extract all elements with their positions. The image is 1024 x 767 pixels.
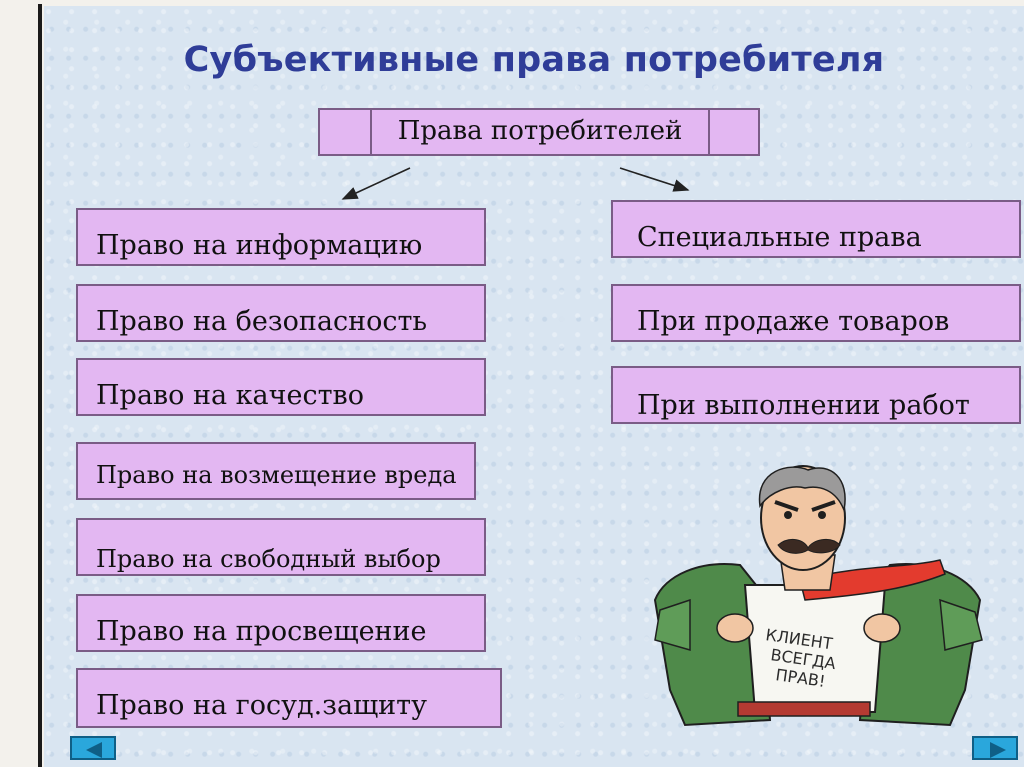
arrow-right (619, 167, 690, 192)
left-item-state-protection: Право на госуд.защиту (76, 668, 502, 728)
triangle-left-icon (86, 742, 102, 758)
right-item-special-rights: Специальные права (611, 200, 1021, 258)
left-divider (38, 4, 42, 767)
root-box-frame (318, 108, 760, 156)
triangle-right-icon (990, 742, 1006, 758)
next-slide-button[interactable] (972, 736, 1018, 760)
root-box: Права потребителей (370, 108, 710, 156)
left-item-information: Право на информацию (76, 208, 486, 266)
left-item-safety: Право на безопасность (76, 284, 486, 342)
left-item-free-choice: Право на свободный выбор (76, 518, 486, 576)
right-item-goods-sale: При продаже товаров (611, 284, 1021, 342)
left-item-compensation: Право на возмещение вреда (76, 442, 476, 500)
slide-title: Субъективные права потребителя (183, 40, 885, 80)
left-item-quality: Право на качество (76, 358, 486, 416)
left-item-education: Право на просвещение (76, 594, 486, 652)
prev-slide-button[interactable] (70, 736, 116, 760)
arrow-left (341, 167, 411, 200)
right-item-works: При выполнении работ (611, 366, 1021, 424)
